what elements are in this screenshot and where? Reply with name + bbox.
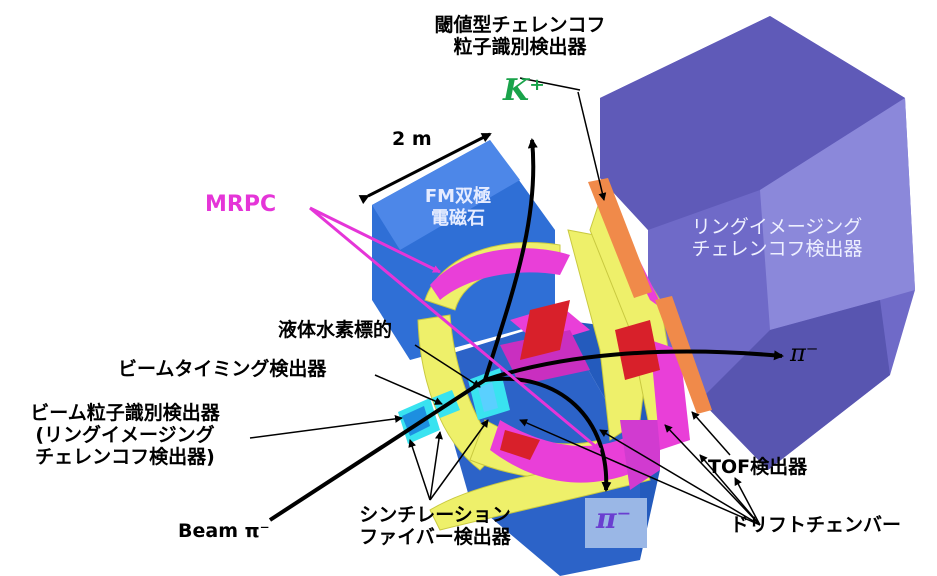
- rich-line1: リングイメージング: [691, 216, 863, 238]
- pi-minus-track-bottom: [484, 376, 612, 492]
- orange-tof-plates: [588, 178, 712, 414]
- beam-pi-label: Beam π⁻: [178, 520, 270, 542]
- rich-label: リングイメージング チェレンコフ検出器: [672, 216, 882, 260]
- mrpc-label: MRPC: [205, 192, 277, 217]
- beam-pid-line2: (リングイメージング: [35, 424, 215, 446]
- threshold-cherenkov-line2: 粒子識別検出器: [453, 36, 587, 58]
- two-meter-label: 2 m: [392, 128, 432, 150]
- pi-minus-right-label: π⁻: [790, 339, 819, 367]
- threshold-cherenkov-label: 閾値型チェレンコフ 粒子識別検出器: [405, 14, 635, 58]
- drift-chamber-label: ドリフトチェンバー: [730, 514, 902, 536]
- lh2-target-label: 液体水素標的: [278, 319, 393, 341]
- fm-magnet-line1: FM双極: [424, 186, 492, 207]
- red-detectors: [500, 300, 660, 460]
- fm-magnet-line2: 電磁石: [431, 208, 485, 229]
- rich-line2: チェレンコフ検出器: [691, 238, 863, 260]
- kaon-plus-label: K⁺: [503, 73, 545, 108]
- scifi-line1: シンチレーション: [359, 504, 511, 526]
- tof-label: TOF検出器: [708, 456, 808, 478]
- pi-minus-bottom-label-box: [585, 498, 647, 548]
- leader-lines: [249, 77, 761, 526]
- beam-pid-line3: チェレンコフ検出器): [35, 446, 215, 468]
- beam-pid-line1: ビーム粒子識別検出器: [30, 402, 220, 424]
- fm-magnet-label: FM双極 電磁石: [408, 186, 508, 230]
- beam-line: [268, 378, 487, 522]
- threshold-cherenkov-line1: 閾値型チェレンコフ: [434, 14, 606, 36]
- pi-minus-bottom-label: π⁻: [596, 502, 632, 535]
- two-meter-dimension-arrow: [358, 132, 492, 205]
- scifi-line2: ファイバー検出器: [359, 526, 511, 548]
- beam-timing-label: ビームタイミング検出器: [118, 358, 327, 380]
- kaon-track: [483, 138, 538, 381]
- particle-tracks: [268, 138, 784, 522]
- pi-minus-track-right: [484, 349, 784, 382]
- scifi-label: シンチレーション ファイバー検出器: [340, 504, 530, 548]
- beam-pid-label: ビーム粒子識別検出器 (リングイメージング チェレンコフ検出器): [0, 402, 250, 468]
